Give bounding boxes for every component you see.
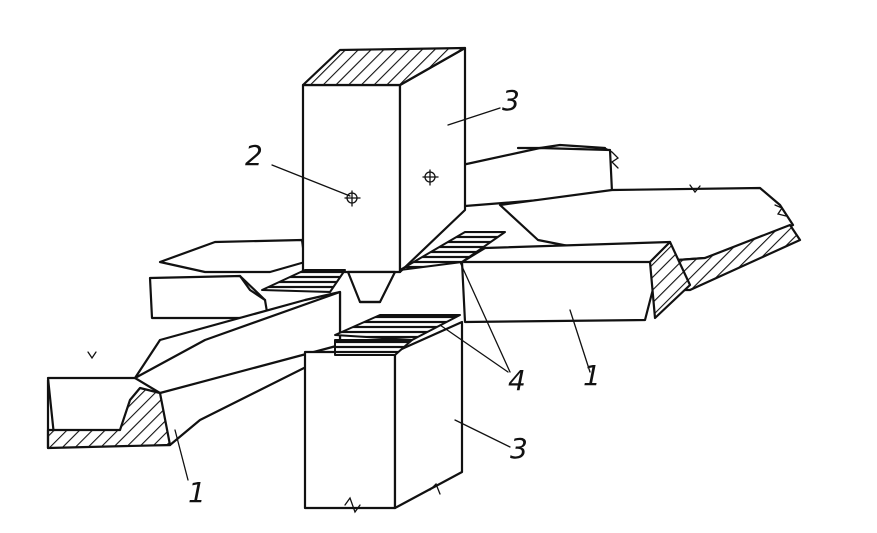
label-point: 2 — [245, 139, 263, 172]
label-joint: 4 — [508, 364, 526, 397]
label-column-bottom: 3 — [510, 432, 528, 465]
column-upper — [301, 46, 467, 304]
beam-right — [460, 240, 692, 324]
column-lower — [303, 320, 464, 514]
label-beam-right: 1 — [583, 359, 601, 392]
label-column-top: 3 — [502, 84, 520, 117]
leader-lines — [174, 107, 591, 481]
floor-slab-left-rear — [148, 238, 307, 320]
label-beam-left: 1 — [188, 476, 206, 509]
beam-left — [46, 290, 342, 450]
marker-points — [344, 169, 439, 207]
joint-filler — [261, 231, 506, 356]
